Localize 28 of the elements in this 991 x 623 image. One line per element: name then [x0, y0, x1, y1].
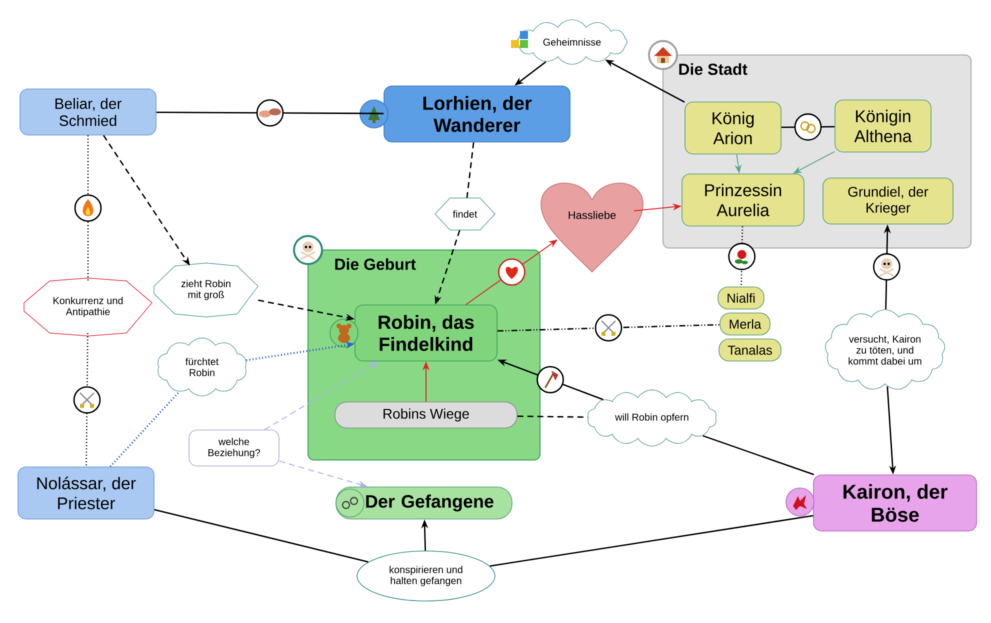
node-box: Königin Althena: [834, 100, 932, 152]
node-box: Robins Wiege: [334, 402, 518, 428]
octagon: zieht Robin mit groß: [154, 262, 258, 318]
node-box: König Arion: [684, 102, 782, 154]
hexagon: findet: [434, 198, 496, 230]
connector-line: [466, 142, 474, 198]
node-box: Nolássar, der Priester: [18, 466, 154, 520]
connector-line: [110, 390, 180, 468]
group-title: Die Stadt: [679, 63, 748, 75]
connector-line: [156, 112, 384, 114]
connector-line: [497, 324, 720, 332]
connector-line: [154, 509, 368, 563]
octagon: Konkurrenz und Antipathie: [24, 278, 152, 336]
group-title: Die Geburt: [335, 258, 416, 270]
node-box: Nialfi: [718, 286, 764, 310]
node-box: Beliar, der Schmied: [20, 88, 156, 136]
node-box: Prinzessin Aurelia: [682, 174, 804, 226]
thought-cloud: Geheimnisse: [516, 19, 628, 65]
connector-line: [87, 135, 89, 281]
node-box: Merla: [720, 312, 770, 336]
thought-cloud: versucht, Kairon zu töten, und kommt dabei um: [824, 309, 946, 390]
node-box: Tanalas: [718, 338, 782, 362]
connector-line: [490, 514, 814, 567]
connector-line: [702, 435, 814, 476]
thought-cloud: will Robin opfern: [588, 390, 716, 446]
node-box: Grundiel, der Krieger: [822, 178, 954, 224]
node-box: welche Beziehung?: [188, 430, 280, 466]
thought-cloud: fürchtet Robin: [158, 338, 246, 396]
